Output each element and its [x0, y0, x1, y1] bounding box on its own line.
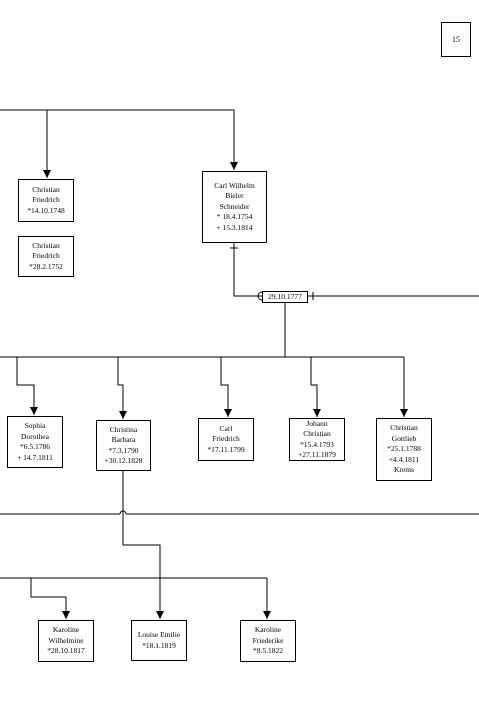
- given-name-2: Gottlieb: [391, 433, 417, 443]
- surname: Bieler: [225, 191, 244, 201]
- person-christian-friedrich-1752[interactable]: Christian Friedrich *28.2.1752: [18, 236, 74, 277]
- person-christian-friedrich-1748[interactable]: Christian Friedrich *14.10.1748: [18, 179, 74, 222]
- given-name: Karoline: [52, 625, 80, 635]
- line-to-sophia: [16, 357, 38, 415]
- person-christina-barbara[interactable]: Christina Barbara *7.3.1790 +30.12.1828: [96, 420, 151, 471]
- person-sophia-dorothea[interactable]: Sophia Dorothea *6.5.1786 + 14.7.1811: [7, 416, 63, 468]
- person-louise-emilie[interactable]: Louise Emilie *18.1.1819: [131, 620, 187, 661]
- birth-date: *8.5.1822: [253, 646, 283, 656]
- person-carl-friedrich[interactable]: Carl Friedrich *17.11.1799: [198, 418, 254, 461]
- christina-stem: [122, 471, 164, 619]
- death-date: +30.12.1828: [104, 456, 143, 465]
- given-name: Christian: [390, 423, 418, 433]
- given-name: Sophia: [24, 421, 46, 430]
- page-number: 15: [452, 35, 460, 44]
- birth-date: *25.1.1788: [387, 444, 421, 454]
- death-date: + 15.3.1814: [216, 222, 253, 232]
- given-name: Karoline: [254, 625, 282, 635]
- given-name: Christian: [32, 184, 60, 194]
- death-date: + 14.7.1811: [17, 452, 53, 462]
- line-to-carl-friedrich: [220, 357, 232, 417]
- birth-date: *18.1.1819: [142, 640, 176, 650]
- given-name-2: Friedrich: [32, 195, 60, 205]
- given-name-2: Friederike: [252, 635, 284, 645]
- line-to-johann: [310, 357, 321, 417]
- death-date: +4.4.1811: [388, 454, 420, 464]
- occupation: Schneider: [219, 201, 250, 211]
- given-name: Christina: [109, 424, 138, 434]
- given-name: Christian: [32, 240, 60, 250]
- death-date: +27.11.1879: [298, 450, 336, 459]
- carl-wilhelm-stem: [233, 243, 262, 297]
- birth-date: *14.10.1748: [27, 205, 65, 215]
- page-number-box: 15: [441, 22, 471, 57]
- given-name-2: Dorothea: [21, 431, 49, 441]
- hook-left: [257, 291, 263, 301]
- place: Krems: [394, 465, 414, 475]
- given-name-2: Friedrich: [32, 251, 60, 261]
- person-karoline-wilhelmine[interactable]: Karoline Wilhelmine *28.10.1817: [38, 620, 94, 662]
- person-karoline-friederike[interactable]: Karoline Friederike *8.5.1822: [240, 620, 296, 662]
- given-name: Carl Wilhelm: [214, 180, 255, 190]
- given-name-2: Barbara: [111, 435, 136, 444]
- birth-date: *17.11.1799: [207, 444, 245, 454]
- line-to-karoline-w: [30, 578, 70, 619]
- marriage-date-box[interactable]: 29.10.1777: [262, 291, 308, 303]
- given-name: Louise Emilie: [137, 630, 181, 639]
- given-name: Carl: [219, 423, 233, 433]
- line-to-christina: [117, 357, 127, 419]
- person-johann-christian[interactable]: Johann Christian *15.4.1793 +27.11.1879: [289, 418, 345, 461]
- birth-date: *15.4.1793: [300, 439, 334, 449]
- birth-date: *7.3.1790: [108, 445, 139, 455]
- birth-date: *28.10.1817: [47, 646, 85, 656]
- birth-date: *6.5.1786: [20, 442, 50, 451]
- person-carl-wilhelm[interactable]: Carl Wilhelm Bieler Schneider * 18.4.175…: [202, 171, 267, 243]
- birth-date: * 18.4.1754: [216, 212, 253, 222]
- person-christian-gottlieb[interactable]: Christian Gottlieb *25.1.1788 +4.4.1811 …: [376, 418, 432, 481]
- given-name-2: Friedrich: [212, 434, 240, 444]
- given-name-2: Christian: [303, 429, 331, 438]
- birth-date: *28.2.1752: [29, 261, 63, 271]
- marriage-date: 29.10.1777: [268, 292, 302, 301]
- given-name: Johann: [306, 418, 328, 428]
- given-name-2: Wilhelmine: [48, 635, 84, 645]
